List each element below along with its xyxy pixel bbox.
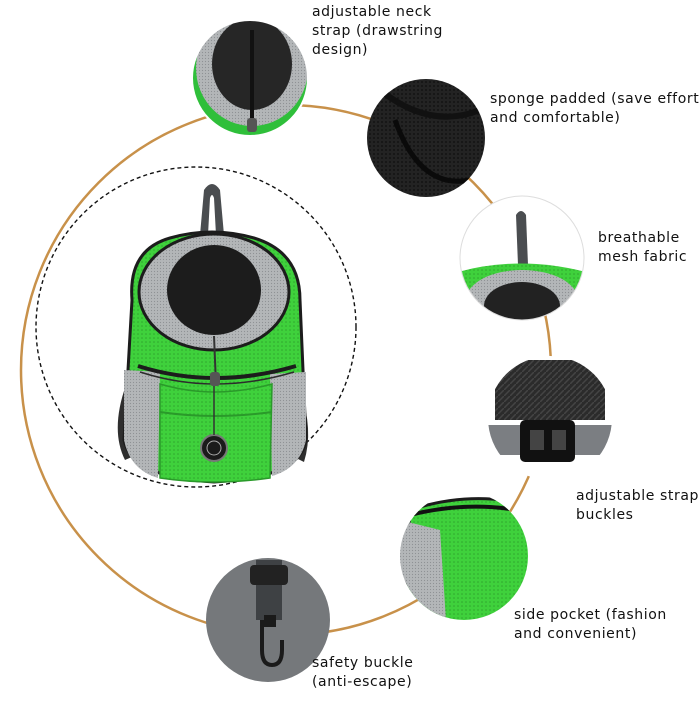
safety-buckle-detail-image [206, 558, 330, 682]
sponge-padded-detail-image [367, 79, 485, 197]
side-pocket-detail-image [400, 492, 528, 620]
label-breathable-mesh: breathable mesh fabric [598, 230, 688, 265]
backpack-main-image [117, 184, 309, 484]
strap-buckle-detail-image [488, 356, 612, 480]
label-safety-buckle: safety buckle (anti-escape) [312, 655, 414, 690]
neck-strap-detail-image [192, 20, 308, 136]
label-neck-strap: adjustable neck strap (drawstring design… [312, 4, 443, 58]
label-strap-buckles: adjustable strap buckles [576, 488, 700, 523]
breathable-mesh-detail-image [460, 196, 584, 320]
label-sponge-padded: sponge padded (save effort and comfortab… [490, 91, 700, 126]
label-side-pocket: side pocket (fashion and convenient) [514, 607, 667, 642]
